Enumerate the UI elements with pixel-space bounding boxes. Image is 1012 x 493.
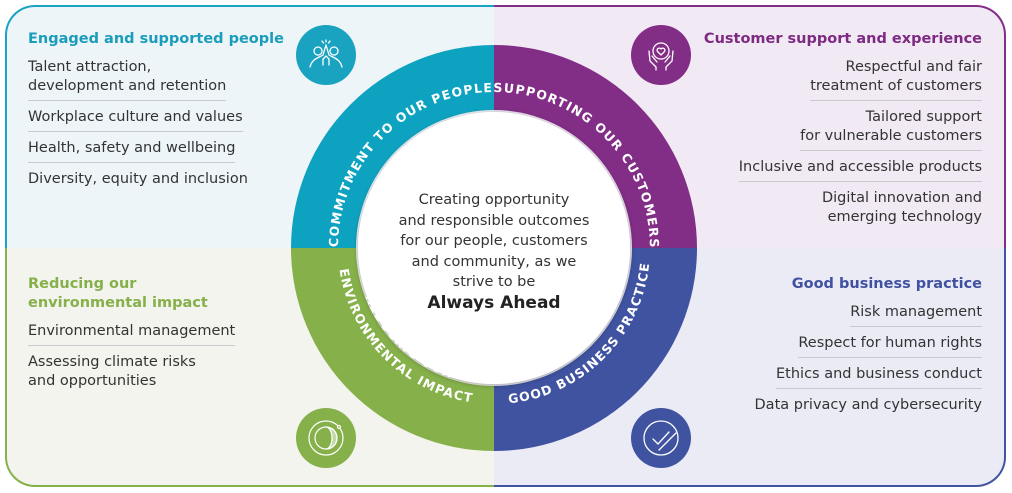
list-item: Talent attraction, development and reten… bbox=[28, 55, 284, 105]
list-item: Digital innovation and emerging technolo… bbox=[704, 186, 982, 235]
ring-segment-environment bbox=[291, 248, 494, 451]
list-item-text: Digital innovation and emerging technolo… bbox=[821, 190, 982, 225]
list-item-text: Workplace culture and values bbox=[28, 108, 243, 132]
list-item: Assessing climate risks and opportunitie… bbox=[28, 350, 235, 399]
list-item-text: Risk management bbox=[850, 303, 982, 327]
center-circle bbox=[358, 112, 630, 384]
hands-heart-icon bbox=[631, 25, 691, 85]
list-item: Workplace culture and values bbox=[28, 105, 284, 136]
list-item-text: Ethics and business conduct bbox=[776, 365, 982, 389]
list-item: Inclusive and accessible products bbox=[704, 155, 982, 186]
people-high-five-icon bbox=[296, 25, 356, 85]
list-item: Tailored support for vulnerable customer… bbox=[704, 105, 982, 155]
list-item-text: Talent attraction, development and reten… bbox=[28, 58, 227, 101]
globe-orbit-icon bbox=[296, 408, 356, 468]
center-line: for our people, customers bbox=[400, 233, 588, 249]
center-line: and responsible outcomes bbox=[398, 212, 590, 229]
panel-list: Talent attraction, development and reten… bbox=[28, 55, 284, 197]
panel-title: Customer support and experience bbox=[703, 31, 982, 47]
center-line: and community, as we bbox=[411, 253, 577, 270]
list-item-text: Respect for human rights bbox=[798, 334, 982, 358]
panel-customers: Customer support and experience Respectf… bbox=[704, 30, 982, 235]
panel-title: Reducing our environmental impact bbox=[28, 276, 208, 311]
list-item: Risk management bbox=[755, 300, 982, 331]
list-item-text: Assessing climate risks and opportunitie… bbox=[28, 354, 196, 389]
panel-environment: Reducing our environmental impact Enviro… bbox=[28, 275, 236, 399]
ring-segment-people bbox=[291, 45, 494, 248]
check-circle-icon bbox=[631, 408, 691, 468]
list-item: Ethics and business conduct bbox=[755, 362, 982, 393]
list-item-text: Environmental management bbox=[28, 322, 236, 346]
list-item-text: Diversity, equity and inclusion bbox=[28, 171, 248, 187]
list-item: Respectful and fair treatment of custome… bbox=[704, 55, 982, 105]
center-line: strive to be bbox=[452, 274, 536, 290]
panel-title: Good business practice bbox=[791, 276, 982, 292]
panel-list: Respectful and fair treatment of custome… bbox=[704, 55, 982, 235]
center-line: Creating opportunity bbox=[418, 192, 570, 208]
list-item: Diversity, equity and inclusion bbox=[28, 167, 284, 197]
list-item: Respect for human rights bbox=[755, 331, 982, 362]
panel-people: Engaged and supported people Talent attr… bbox=[28, 30, 284, 197]
list-item-text: Health, safety and wellbeing bbox=[28, 139, 236, 163]
panel-title: Engaged and supported people bbox=[28, 31, 284, 47]
center-tagline: Always Ahead bbox=[427, 292, 561, 313]
list-item-text: Tailored support for vulnerable customer… bbox=[800, 108, 982, 151]
ring-segment-business bbox=[494, 248, 697, 451]
list-item: Data privacy and cybersecurity bbox=[755, 393, 982, 423]
list-item-text: Inclusive and accessible products bbox=[738, 158, 982, 182]
list-item-text: Respectful and fair treatment of custome… bbox=[810, 58, 982, 101]
center-statement: Creating opportunity and responsible out… bbox=[384, 190, 604, 313]
list-item: Health, safety and wellbeing bbox=[28, 136, 284, 167]
list-item-text: Data privacy and cybersecurity bbox=[754, 397, 982, 413]
ring-segment-customers bbox=[494, 45, 697, 248]
list-item: Environmental management bbox=[28, 319, 236, 350]
